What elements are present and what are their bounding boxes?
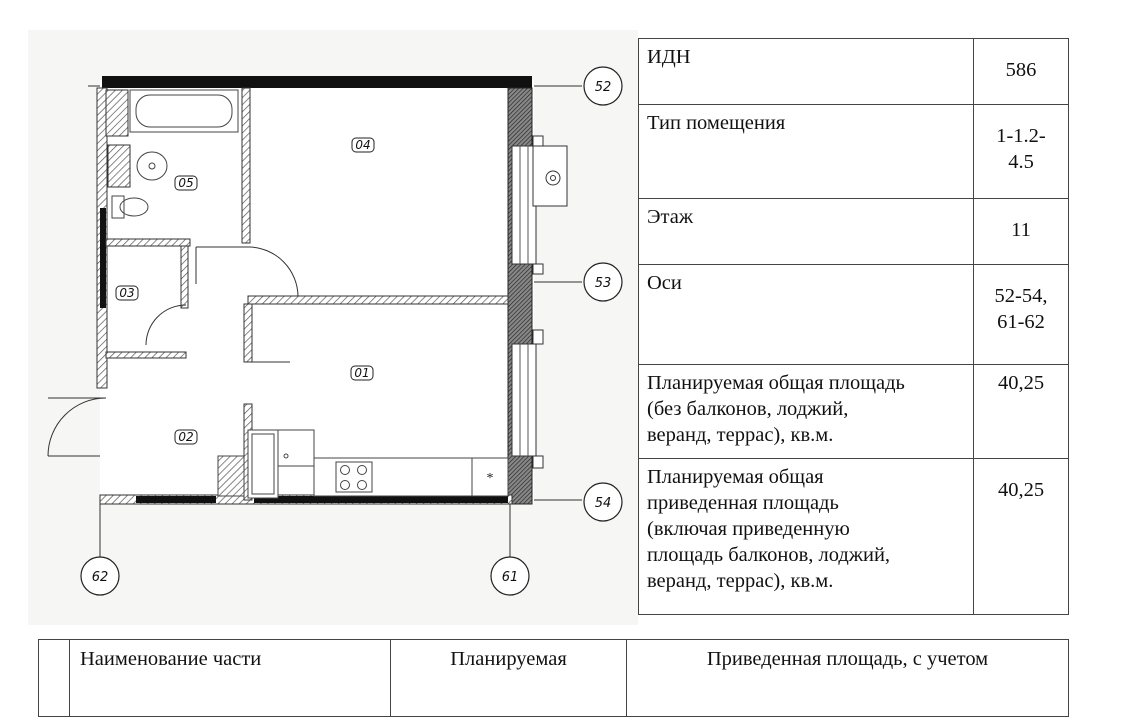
info-value-floor: 11 xyxy=(973,198,1069,265)
axis-53: 53 xyxy=(583,262,623,302)
room-02: 02 xyxy=(174,429,198,445)
room-05: 05 xyxy=(174,175,198,191)
room-03: 03 xyxy=(115,285,139,301)
table-row: Этаж 11 xyxy=(638,198,1069,265)
table-header-cell: Приведенная площадь, с учетом xyxy=(626,639,1069,717)
info-label-reduced-area-text: Планируемая общая приведенная площадь (в… xyxy=(647,466,891,592)
axis-markers: 52 53 54 62 61 xyxy=(80,66,623,596)
axis-61: 61 xyxy=(490,556,530,596)
kitchen-unit xyxy=(217,429,509,499)
info-value-axes-text: 52-54, 61-62 xyxy=(994,285,1048,333)
axis-54: 54 xyxy=(583,482,623,522)
bathtub xyxy=(129,89,239,133)
svg-text:05: 05 xyxy=(178,176,193,190)
svg-text:02: 02 xyxy=(178,430,193,444)
svg-text:54: 54 xyxy=(595,496,612,511)
door-swings xyxy=(47,246,299,457)
info-label-total-area-text: Планируемая общая площадь (без балконов,… xyxy=(647,372,905,446)
svg-text:53: 53 xyxy=(595,276,612,291)
table-header-cell: Наименование части xyxy=(69,639,391,717)
info-value-idn: 586 xyxy=(973,38,1069,105)
table-row: Планируемая общая площадь (без балконов,… xyxy=(638,364,1069,459)
axis-52: 52 xyxy=(583,66,623,106)
svg-text:61: 61 xyxy=(502,570,519,585)
info-value-reduced-area: 40,25 xyxy=(973,458,1069,615)
info-label-idn: ИДН xyxy=(638,38,974,105)
table-header-cell xyxy=(38,639,70,717)
info-label-axes: Оси xyxy=(638,264,974,365)
info-label-reduced-area: Планируемая общая приведенная площадь (в… xyxy=(638,458,974,615)
svg-text:03: 03 xyxy=(119,286,134,300)
room-01: 01 xyxy=(350,365,374,381)
svg-text:62: 62 xyxy=(92,570,109,585)
info-value-type: 1-1.2- 4.5 xyxy=(973,104,1069,199)
room-04: 04 xyxy=(351,137,375,153)
sink-toilet xyxy=(111,151,168,219)
table-row: ИДН 586 xyxy=(638,38,1069,105)
floor-plan: * 04 05 03 01 02 52 53 54 62 61 xyxy=(28,30,638,625)
svg-text:01: 01 xyxy=(354,366,369,380)
info-label-total-area: Планируемая общая площадь (без балконов,… xyxy=(638,364,974,459)
info-label-type: Тип помещения xyxy=(638,104,974,199)
info-value-type-text: 1-1.2- 4.5 xyxy=(996,125,1046,173)
table-row: Оси 52-54, 61-62 xyxy=(638,264,1069,365)
windows xyxy=(532,135,568,469)
axis-62: 62 xyxy=(80,556,120,596)
table-header-cell: Планируемая xyxy=(390,639,627,717)
svg-text:04: 04 xyxy=(355,138,370,152)
room-labels: 04 05 03 01 02 xyxy=(115,137,375,445)
table-row: Тип помещения 1-1.2- 4.5 xyxy=(638,104,1069,199)
info-value-axes: 52-54, 61-62 xyxy=(973,264,1069,365)
svg-text:52: 52 xyxy=(595,80,612,95)
kitchen-mark: * xyxy=(487,471,494,486)
area-breakdown-table: Наименование части Планируемая Приведенн… xyxy=(38,639,1069,717)
info-value-total-area: 40,25 xyxy=(973,364,1069,459)
outer-walls xyxy=(96,76,537,505)
table-header-row: Наименование части Планируемая Приведенн… xyxy=(38,639,1069,717)
table-row: Планируемая общая приведенная площадь (в… xyxy=(638,458,1069,615)
apartment-info-table: ИДН 586 Тип помещения 1-1.2- 4.5 Этаж 11… xyxy=(638,38,1069,615)
info-label-floor: Этаж xyxy=(638,198,974,265)
